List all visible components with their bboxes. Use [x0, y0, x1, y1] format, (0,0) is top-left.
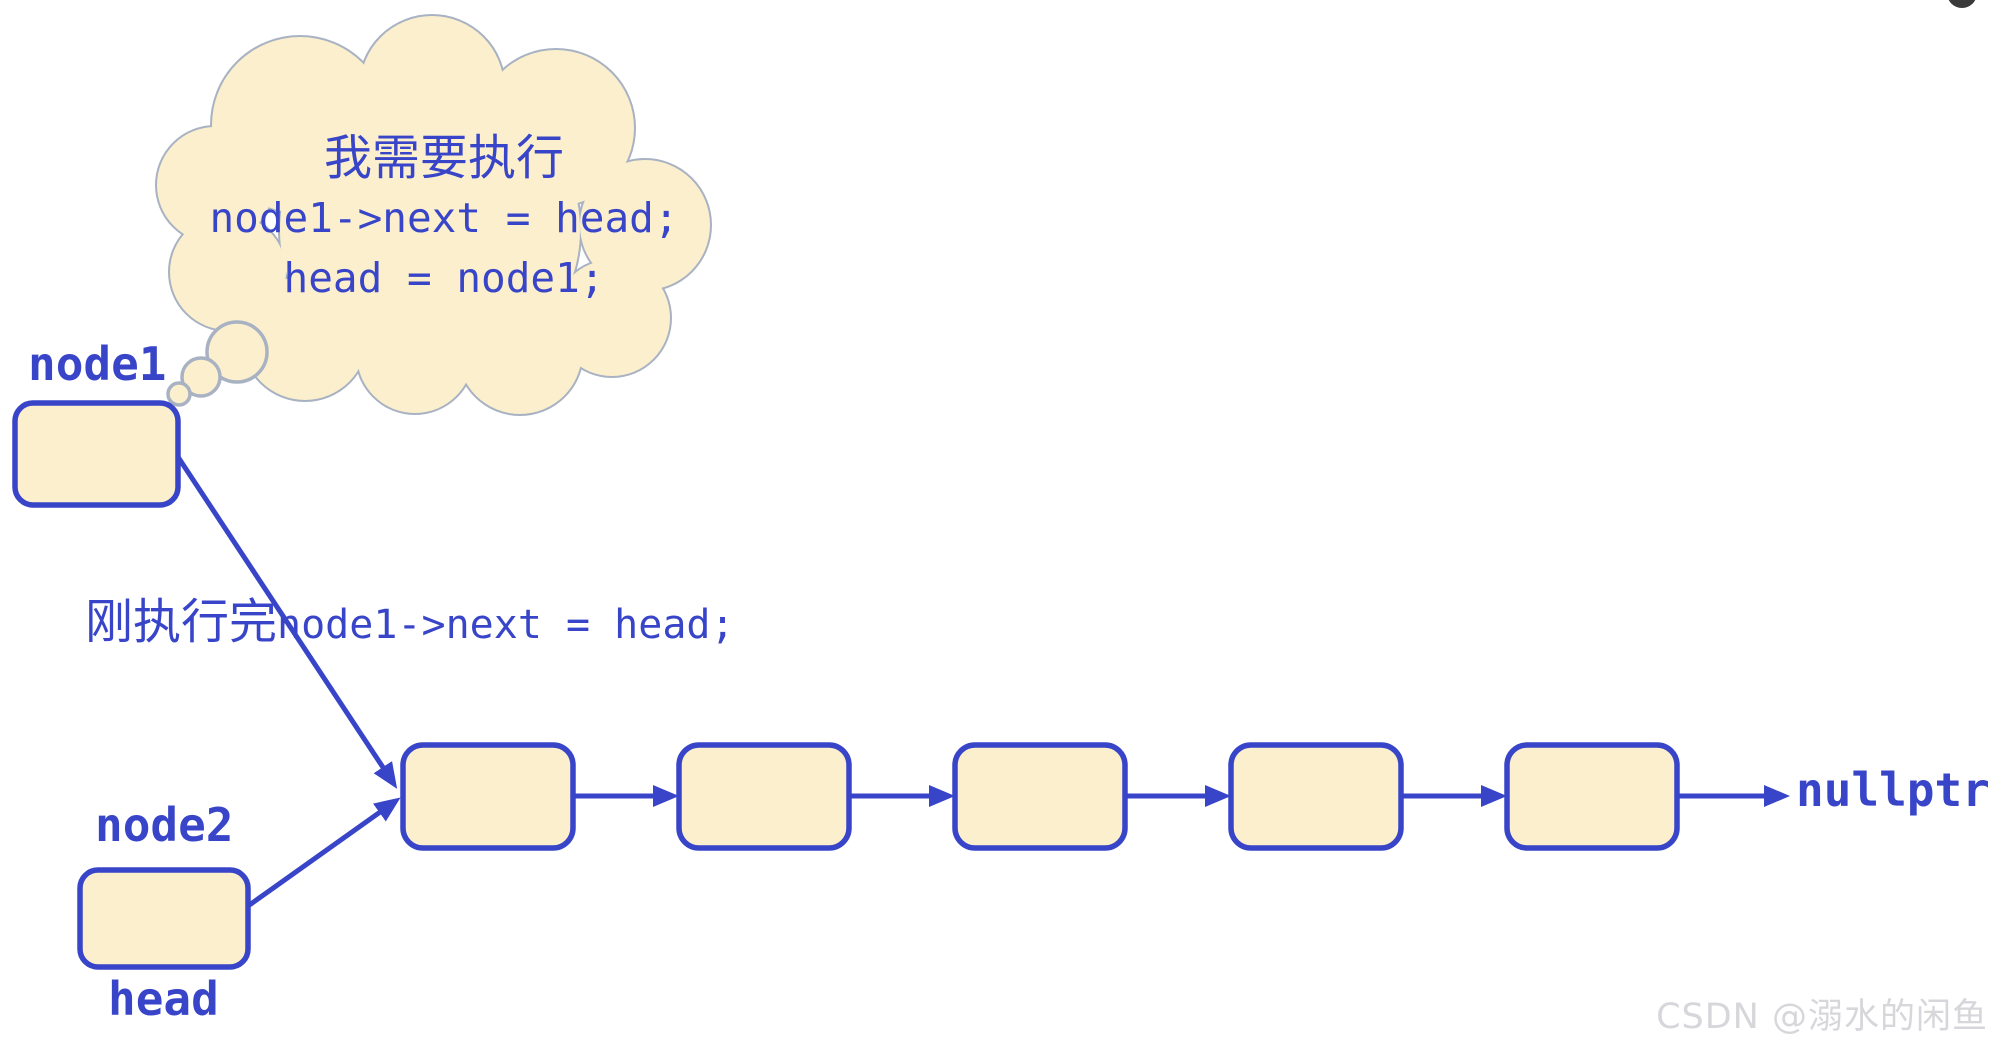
trail-bubble-large	[205, 320, 269, 384]
trail-bubble-small	[166, 381, 192, 407]
annotation-code: node1->next = head;	[277, 602, 735, 648]
nullptr-label: nullptr	[1796, 763, 1990, 817]
list-node-box-1	[400, 742, 576, 851]
thought-bubble-text: 我需要执行 node1->next = head; head = node1;	[184, 128, 704, 308]
list-node-box-4	[1228, 742, 1404, 851]
trail-bubble-medium	[180, 356, 222, 398]
arrow-node1-to-list	[175, 455, 398, 789]
watermark: CSDN @溺水的闲鱼	[1656, 997, 1988, 1037]
annotation-chinese: 刚执行完	[85, 594, 278, 650]
bubble-line-1: 我需要执行	[323, 130, 564, 186]
node-boxes	[12, 400, 1680, 970]
list-node-box-5	[1504, 742, 1680, 851]
list-node-box-3	[952, 742, 1128, 851]
pointer-arrows	[175, 455, 1790, 909]
head-label: head	[108, 972, 219, 1026]
list-node-box-2	[676, 742, 852, 851]
node1-label: node1	[28, 337, 167, 391]
node2-head-box	[77, 867, 251, 970]
bubble-line-2: node1->next = head;	[209, 194, 679, 242]
corner-dot-icon	[1948, 0, 1976, 8]
node1-box	[12, 400, 181, 508]
annotation-just-executed: 刚执行完 node1->next = head;	[85, 582, 735, 652]
bubble-line-3: head = node1;	[283, 254, 605, 302]
thought-trail-bubbles	[166, 320, 269, 407]
arrow-head-to-list	[246, 797, 401, 909]
node2-label: node2	[95, 798, 234, 852]
